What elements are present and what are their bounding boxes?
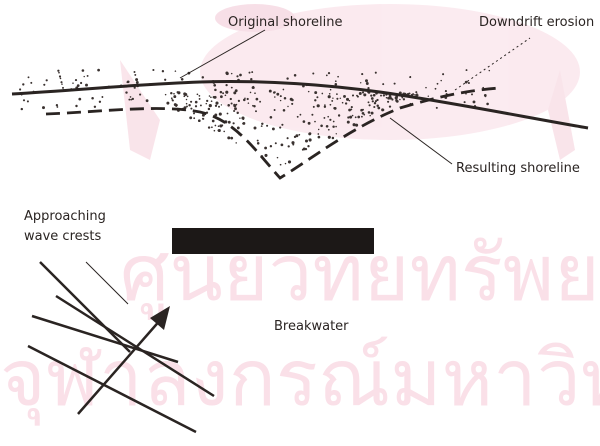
approaching-label-line1: Approaching (24, 209, 106, 224)
original-shoreline-label: Original shoreline (228, 15, 343, 30)
breakwater-label: Breakwater (274, 319, 349, 334)
watermark-text-line2: จุฬาลงกรณ์มหาวิทยาลัย (0, 334, 600, 426)
downdrift-erosion-label: Downdrift erosion (479, 15, 594, 30)
resulting-shoreline-label: Resulting shoreline (456, 161, 580, 176)
approaching-label-line2: wave crests (24, 229, 101, 244)
breakwater (172, 228, 374, 254)
